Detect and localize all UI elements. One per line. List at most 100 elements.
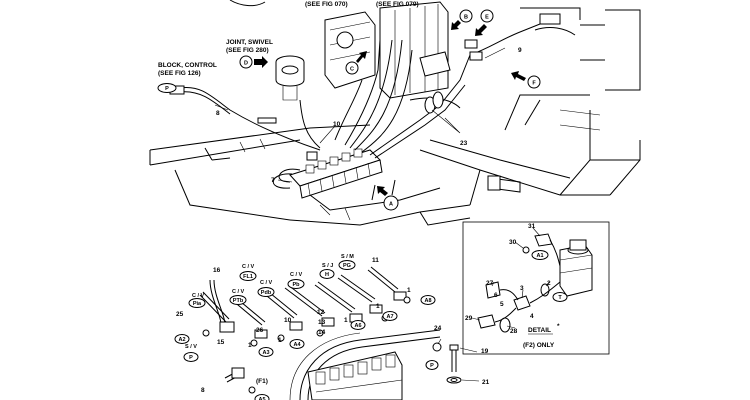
port-tag-a4: A4 <box>293 342 301 348</box>
detail-part-number-6: 6 <box>494 292 498 299</box>
label-see-fig-070: (SEE FIG 070) <box>305 1 348 8</box>
port-tag-a7: A7 <box>386 314 393 320</box>
view-letter-b: B <box>464 15 468 21</box>
hose-label-sm-pg: S / M <box>341 254 354 260</box>
oval-pdb <box>257 287 275 297</box>
detail-part-number-29: 29 <box>465 315 473 322</box>
view-marker-a: A <box>377 186 399 211</box>
part-number-1-e: 1 <box>407 287 411 294</box>
port-tag-a3: A3 <box>262 350 269 356</box>
part-number-13: 13 <box>318 319 326 326</box>
part-number-10-bottom: 10 <box>284 317 292 324</box>
detail-port-tag-a1: A1 <box>536 253 543 259</box>
detail-star: * <box>557 323 560 330</box>
part-number-7: 7 <box>271 177 275 184</box>
part-number-1-d: 1 <box>376 303 380 310</box>
detail-port-tag-t: T <box>558 295 562 301</box>
view-marker-c: C <box>345 51 367 75</box>
part-number-25: 25 <box>176 311 184 318</box>
detail-title: DETAIL <box>528 327 551 334</box>
oval-h <box>319 269 335 279</box>
detail-part-number-4: 4 <box>530 313 534 320</box>
part-number-1-a: 1 <box>248 342 252 349</box>
hose-label-cv-fl1: C / V <box>242 264 255 270</box>
hose-label-pdb: Pdb <box>261 290 272 296</box>
label-see-fig-126: (SEE FIG 126) <box>158 70 201 77</box>
detail-part-number-30: 30 <box>509 239 517 246</box>
label-block-control: BLOCK, CONTROL <box>158 62 217 69</box>
part-number-16: 16 <box>213 267 221 274</box>
view-letter-c: C <box>350 67 354 73</box>
hose-label-pia: Pia <box>193 301 202 307</box>
detail-box <box>462 221 610 355</box>
port-tag-a2: A2 <box>178 337 185 343</box>
part-number-12: 12 <box>317 309 325 316</box>
view-marker-b: B <box>451 9 473 30</box>
oval-fl1 <box>239 271 257 281</box>
view-letter-d: D <box>244 61 248 67</box>
hose-label-sj-h: S / J <box>322 263 333 269</box>
oval-a7 <box>382 311 398 321</box>
label-f1: (F1) <box>256 378 268 385</box>
hose-label-pg: PG <box>343 263 351 269</box>
detail-part-number-31: 31 <box>528 223 536 230</box>
port-tag-a8: A8 <box>424 298 431 304</box>
pump-assembly <box>324 1 451 99</box>
view-letter-f: F <box>532 81 536 87</box>
oval-sv-p <box>183 352 199 362</box>
fittings-bottom <box>202 291 411 394</box>
oval-a4 <box>289 339 305 349</box>
port-tag-a5: A5 <box>258 397 265 400</box>
detail-part-number-3: 3 <box>520 285 524 292</box>
oval-a2 <box>174 334 190 344</box>
oval-ptb <box>229 295 247 305</box>
part-number-8: 8 <box>216 110 220 117</box>
hose-label-cv-pt: C / V <box>232 289 245 295</box>
loose-parts <box>425 338 480 384</box>
hose-label-pb: Pb <box>292 282 300 288</box>
detail-part-number-28: 28 <box>510 328 518 335</box>
part-number-9: 9 <box>518 47 522 54</box>
hose-label-fl1: FL1 <box>243 274 253 280</box>
valve-bank-bottom <box>307 351 403 400</box>
label-see-fig-280: (SEE FIG 280) <box>226 47 269 54</box>
part-number-23: 23 <box>460 140 468 147</box>
part-number-15: 15 <box>217 339 225 346</box>
oval-pia <box>188 298 206 308</box>
part-number-8-bottom: 8 <box>201 387 205 394</box>
swivel-joint <box>275 55 305 101</box>
oval-a5 <box>254 394 270 400</box>
hose-label-cv-pdb: C / V <box>260 280 273 286</box>
oval-a6 <box>350 320 366 330</box>
hose-label-h: H <box>325 272 329 278</box>
view-letter-e: E <box>485 15 489 21</box>
part-number-21: 21 <box>482 379 490 386</box>
detail-subtitle: (F2) ONLY <box>523 342 555 349</box>
oval-a3 <box>258 347 274 357</box>
label-joint-swivel: JOINT, SWIVEL <box>226 39 273 46</box>
hose-label-cv-pia: C / V <box>192 293 205 299</box>
machine-frame <box>149 0 641 226</box>
hose-label-cv-pb: C / V <box>290 272 303 278</box>
part-number-24: 24 <box>434 325 442 332</box>
port-tag-p-top: P <box>165 86 169 92</box>
part-number-10: 10 <box>333 121 341 128</box>
port-tag-a6: A6 <box>354 323 361 329</box>
hose-label-pt: PTb <box>233 298 244 304</box>
part-number-1-c: 1 <box>344 317 348 324</box>
detail-part-number-2: 2 <box>547 280 551 287</box>
part-number-11: 11 <box>372 257 379 264</box>
part-number-19: 19 <box>481 348 489 355</box>
view-marker-f: F <box>511 71 541 89</box>
hose-label-sv-p: S / V <box>185 344 197 350</box>
part-number-26: 26 <box>256 327 264 334</box>
detail-part-number-5: 5 <box>500 301 504 308</box>
fittings-top <box>169 13 561 191</box>
port-oval-p-top <box>157 83 177 93</box>
hose-label-p: P <box>189 355 193 361</box>
oval-pg <box>338 260 356 270</box>
control-valve-bank <box>289 148 383 199</box>
view-marker-d: D <box>239 55 268 69</box>
oval-a8 <box>420 295 436 305</box>
